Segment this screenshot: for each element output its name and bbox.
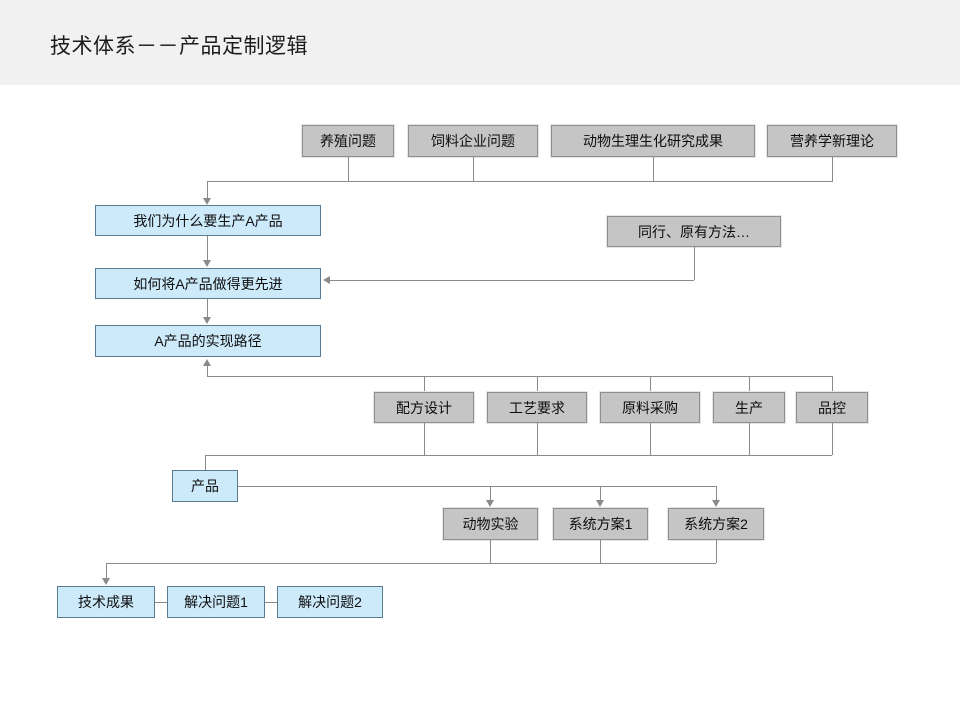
question-box-realization-path-a[interactable]: A产品的实现路径	[95, 325, 321, 357]
connector-input-bus	[207, 181, 833, 182]
connector-how-to-path	[207, 299, 208, 317]
process-box-quality-control[interactable]: 品控	[796, 392, 868, 423]
process-box-formula-design[interactable]: 配方设计	[374, 392, 474, 423]
arrow-into-how-from-reference	[323, 276, 330, 284]
connector-product-bus	[205, 455, 832, 456]
arrow-into-why-produce	[203, 198, 211, 205]
arrow-into-realization-path-from-process	[203, 359, 211, 366]
arrow-into-system-plan-1	[596, 500, 604, 507]
connector-process-3-drop	[650, 423, 651, 455]
reference-box-peers-existing-methods[interactable]: 同行、原有方法…	[607, 216, 781, 247]
connector-reference-drop	[694, 247, 695, 280]
validation-box-system-plan-1[interactable]: 系统方案1	[553, 508, 648, 540]
connector-input-4-drop	[832, 157, 833, 181]
connector-input-1-drop	[348, 157, 349, 181]
arrow-into-how-to-improve	[203, 260, 211, 267]
outcome-box-solve-problem-1[interactable]: 解决问题1	[167, 586, 265, 618]
connector-validation-2-drop	[600, 486, 601, 501]
connector-validation-3-drop	[716, 486, 717, 501]
connector-why-to-how	[207, 236, 208, 261]
connector-validation-2-out	[600, 540, 601, 563]
connector-process-1-drop	[424, 423, 425, 455]
connector-process-2-drop	[537, 423, 538, 455]
input-box-nutrition-theory[interactable]: 营养学新理论	[767, 125, 897, 157]
connector-process-1-riser	[424, 376, 425, 392]
process-box-production[interactable]: 生产	[713, 392, 785, 423]
connector-validation-1-out	[490, 540, 491, 563]
connector-validation-1-drop	[490, 486, 491, 501]
product-box[interactable]: 产品	[172, 470, 238, 502]
process-box-craft-requirement[interactable]: 工艺要求	[487, 392, 587, 423]
connector-outcome-1-2	[155, 602, 167, 603]
input-box-animal-physiology-research[interactable]: 动物生理生化研究成果	[551, 125, 755, 157]
input-box-feed-enterprise-problem[interactable]: 饲料企业问题	[408, 125, 538, 157]
connector-outcome-bus-drop	[106, 563, 107, 579]
connector-input-3-drop	[653, 157, 654, 181]
connector-process-4-riser	[749, 376, 750, 392]
page-title: 技术体系－－产品定制逻辑	[50, 35, 308, 58]
connector-outcome-2-3	[265, 602, 277, 603]
connector-input-2-drop	[473, 157, 474, 181]
arrow-into-tech-achievement	[102, 578, 110, 585]
arrow-into-realization-path	[203, 317, 211, 324]
outcome-box-solve-problem-2[interactable]: 解决问题2	[277, 586, 383, 618]
connector-input-bus-drop	[207, 181, 208, 199]
connector-product-bus-drop	[205, 455, 206, 471]
input-box-breeding-problem[interactable]: 养殖问题	[302, 125, 394, 157]
question-box-why-produce-a[interactable]: 我们为什么要生产A产品	[95, 205, 321, 236]
connector-reference-to-how	[330, 280, 694, 281]
connector-process-3-riser	[650, 376, 651, 392]
title-band	[0, 0, 960, 85]
connector-process-bus-riser	[207, 366, 208, 377]
connector-process-5-riser	[832, 376, 833, 392]
validation-box-system-plan-2[interactable]: 系统方案2	[668, 508, 764, 540]
connector-process-5-drop	[832, 423, 833, 455]
question-box-how-to-improve-a[interactable]: 如何将A产品做得更先进	[95, 268, 321, 299]
connector-outcome-bus	[106, 563, 716, 564]
connector-process-2-riser	[537, 376, 538, 392]
outcome-box-tech-achievement[interactable]: 技术成果	[57, 586, 155, 618]
connector-process-bus	[207, 376, 833, 377]
process-box-raw-material-purchase[interactable]: 原料采购	[600, 392, 700, 423]
connector-product-out-bus	[238, 486, 717, 487]
arrow-into-system-plan-2	[712, 500, 720, 507]
connector-validation-3-out	[716, 540, 717, 563]
arrow-into-animal-experiment	[486, 500, 494, 507]
connector-process-4-drop	[749, 423, 750, 455]
validation-box-animal-experiment[interactable]: 动物实验	[443, 508, 538, 540]
